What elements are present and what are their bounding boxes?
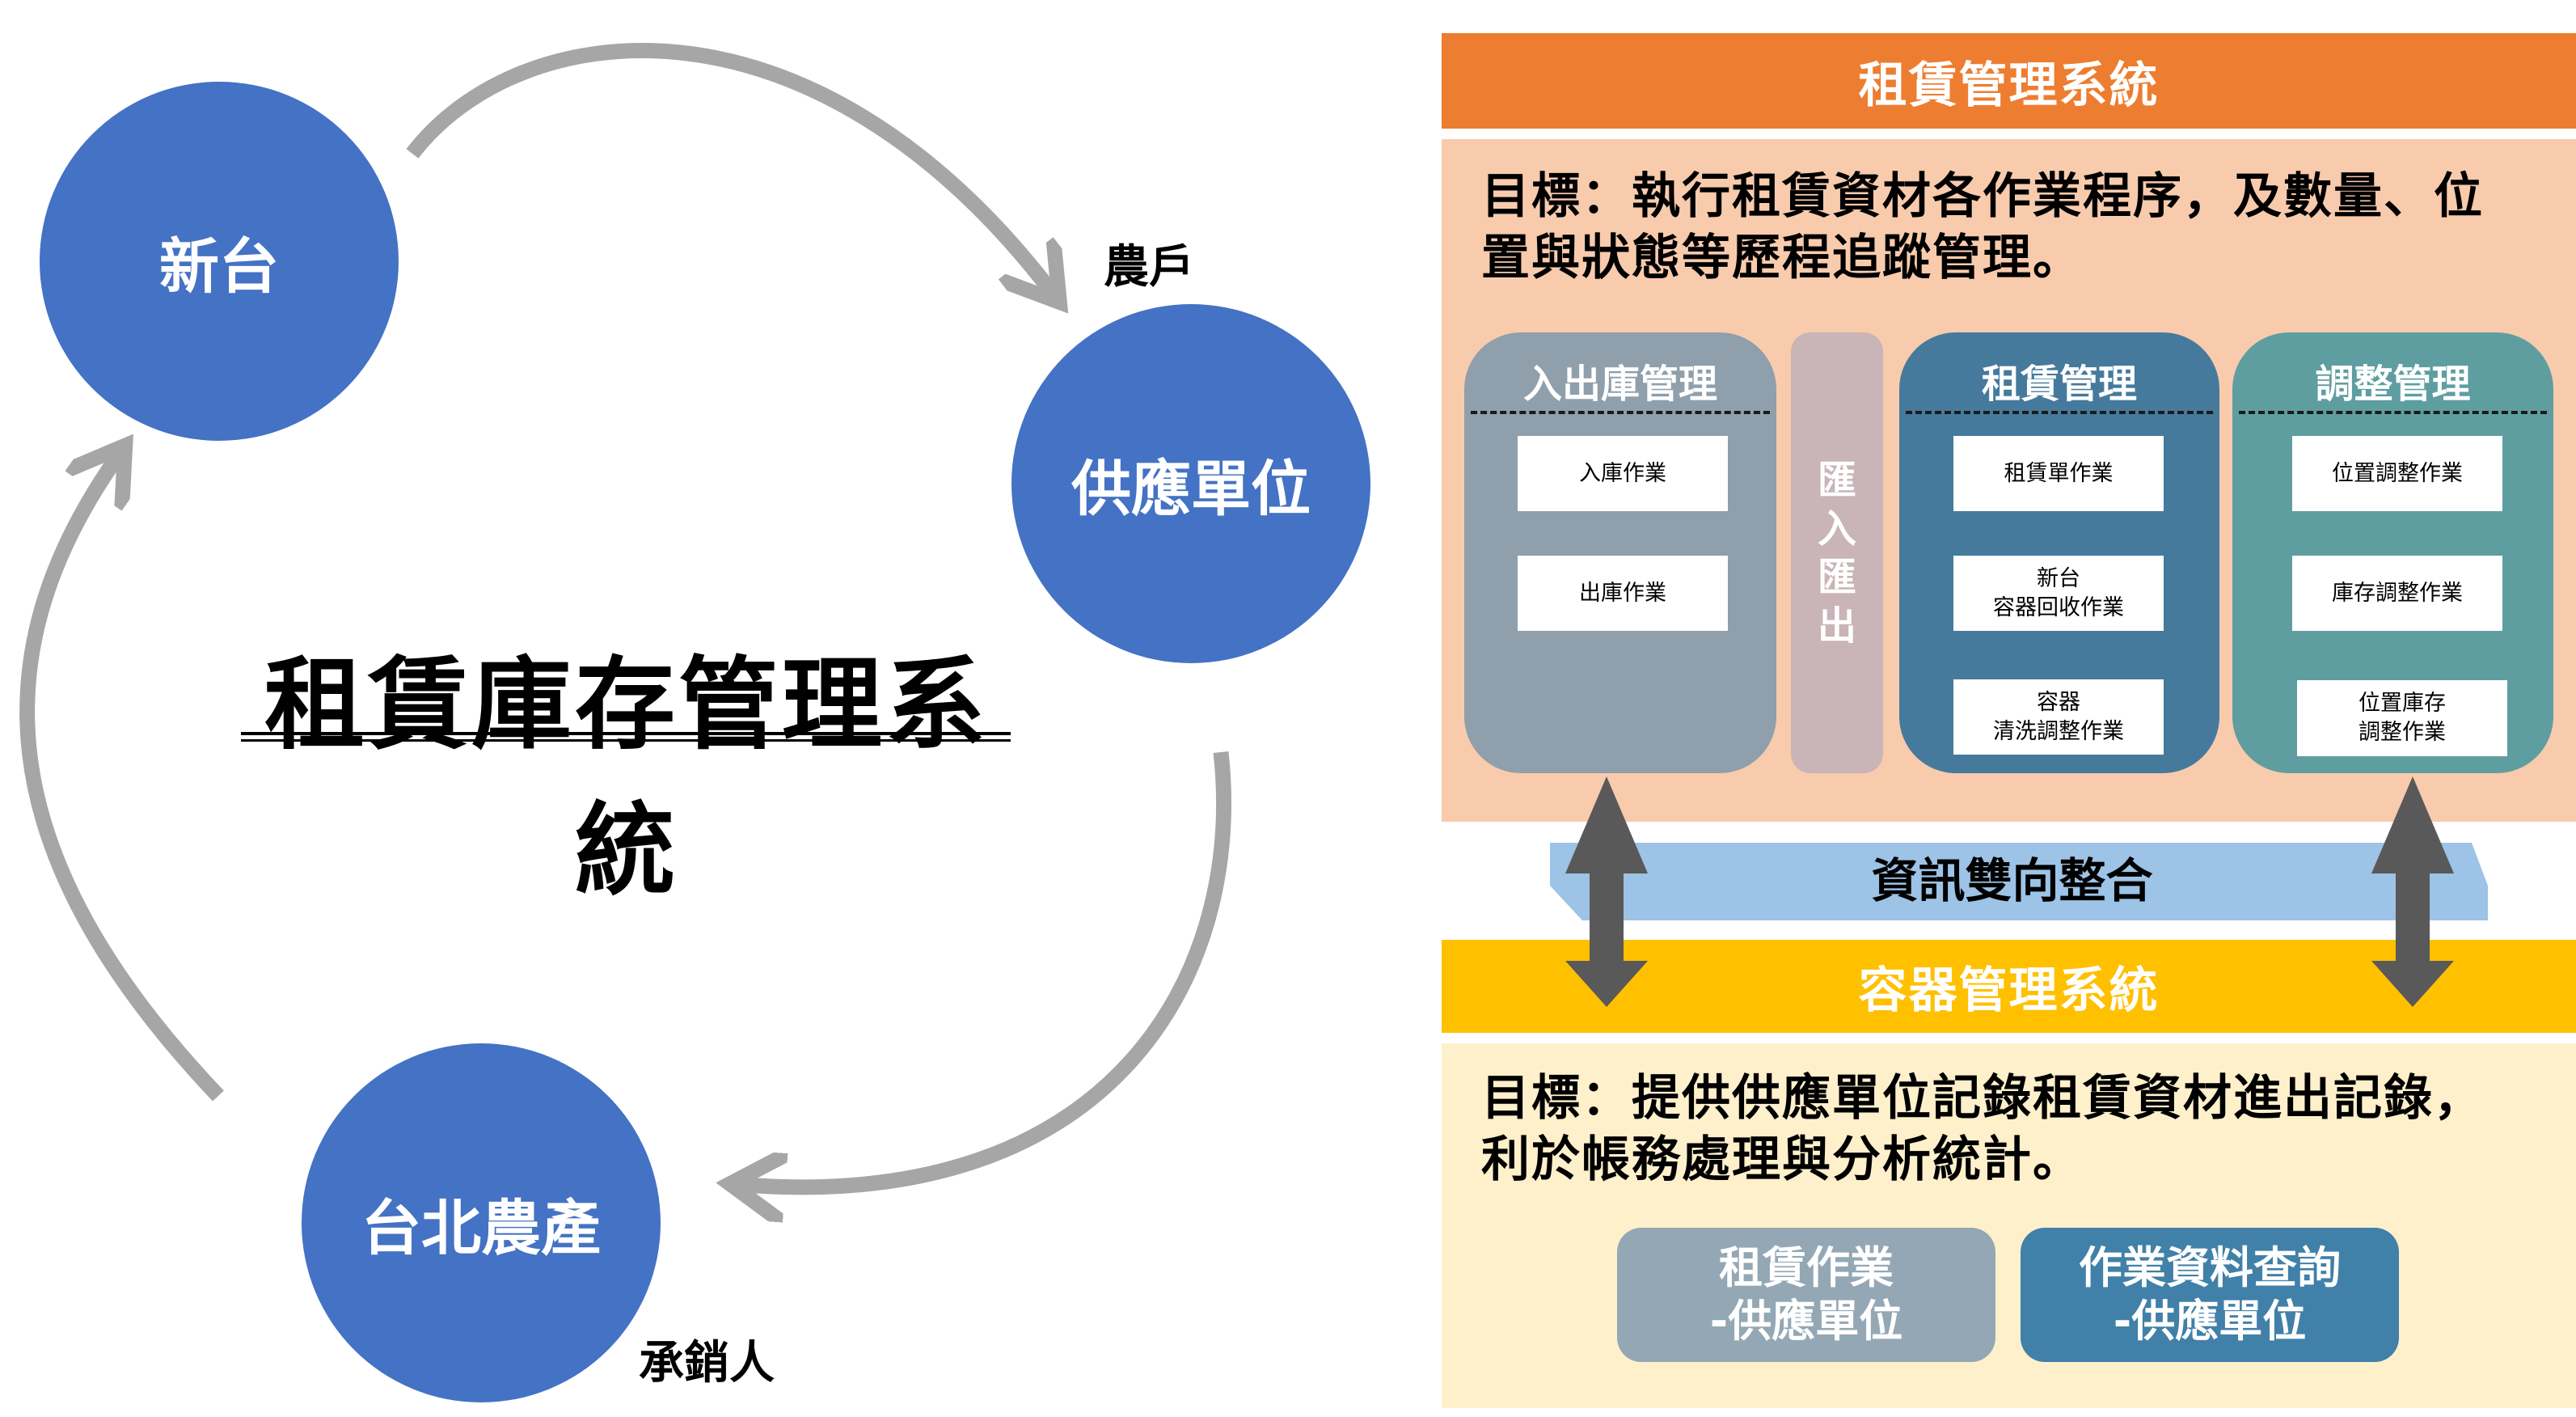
module-adjust-title: 調整管理 xyxy=(2315,362,2471,407)
module-divider xyxy=(1471,411,1770,414)
io-char-3: 匯 xyxy=(1817,554,1856,600)
rental-system-header: 租賃管理系統 xyxy=(1442,33,2576,129)
supplier-role-label: 農戶 xyxy=(1104,241,1194,294)
container-goal-line-1: 目標：提供供應單位記錄租賃資材進出記錄， xyxy=(1481,1070,2484,1127)
operation-query-button[interactable]: 作業資料查詢 -供應單位 xyxy=(2021,1228,2399,1362)
task-location-adjust[interactable]: 位置調整作業 xyxy=(2292,436,2502,511)
task-outbound[interactable]: 出庫作業 xyxy=(1518,556,1728,631)
rental-operation-button[interactable]: 租賃作業 -供應單位 xyxy=(1617,1228,1995,1362)
module-inout-title: 入出庫管理 xyxy=(1522,362,1717,407)
io-char-2: 入 xyxy=(1817,505,1856,552)
node-taipei-label: 台北農產 xyxy=(361,1193,601,1263)
rental-system-title: 租賃管理系統 xyxy=(1858,57,2160,114)
io-char-1: 匯 xyxy=(1817,457,1856,503)
node-supplier-label: 供應單位 xyxy=(1071,454,1311,524)
node-xintai-label: 新台 xyxy=(159,231,279,302)
double-arrow-left-icon xyxy=(1565,776,1648,1007)
arrow-xintai-to-supplier xyxy=(406,43,1051,291)
node-xintai: 新台 xyxy=(40,82,399,441)
module-rental: 租賃管理 租賃單作業 新台 容器回收作業 容器 清洗調整作業 xyxy=(1899,332,2219,773)
container-system-header: 容器管理系統 xyxy=(1442,940,2576,1033)
rental-goal-line-2: 置與狀態等歷程追蹤管理。 xyxy=(1481,230,2083,286)
module-adjust: 調整管理 位置調整作業 庫存調整作業 位置庫存 調整作業 xyxy=(2232,332,2553,773)
task-location-stock-adjust[interactable]: 位置庫存 調整作業 xyxy=(2297,680,2507,756)
task-rental-order[interactable]: 租賃單作業 xyxy=(1953,436,2164,511)
module-divider xyxy=(2239,411,2547,414)
module-inout: 入出庫管理 入庫作業 出庫作業 xyxy=(1464,332,1776,773)
task-container-recovery[interactable]: 新台 容器回收作業 xyxy=(1953,556,2164,631)
cycle-arrows xyxy=(19,43,1231,1417)
double-arrow-right-icon xyxy=(2371,776,2454,1007)
taipei-role-label: 承銷人 xyxy=(639,1337,775,1390)
node-supplier: 供應單位 xyxy=(1011,304,1370,663)
rental-goal: 目標：執行租賃資材各作業程序，及數量、位 置與狀態等歷程追蹤管理。 xyxy=(1481,166,2484,289)
node-taipei: 台北農產 xyxy=(302,1043,661,1402)
container-goal: 目標：提供供應單位記錄租賃資材進出記錄， 利於帳務處理與分析統計。 xyxy=(1481,1068,2484,1191)
container-system-title: 容器管理系統 xyxy=(1858,962,2160,1019)
module-divider xyxy=(1906,411,2213,414)
arrow-supplier-to-taipei xyxy=(744,751,1231,1187)
task-inbound[interactable]: 入庫作業 xyxy=(1518,436,1728,511)
integration-label: 資訊雙向整合 xyxy=(1871,853,2153,908)
arrow-taipei-to-xintai xyxy=(19,457,224,1102)
task-stock-adjust[interactable]: 庫存調整作業 xyxy=(2292,556,2502,631)
task-container-cleaning[interactable]: 容器 清洗調整作業 xyxy=(1953,679,2164,755)
import-export-bar: 匯 入 匯 出 xyxy=(1791,332,1883,773)
module-rental-title: 租賃管理 xyxy=(1981,362,2137,407)
rental-goal-line-1: 目標：執行租賃資材各作業程序，及數量、位 xyxy=(1481,168,2484,225)
io-char-4: 出 xyxy=(1817,603,1856,649)
integration-band xyxy=(1550,843,2488,920)
container-goal-line-2: 利於帳務處理與分析統計。 xyxy=(1481,1131,2083,1188)
diagram-title: 租賃庫存管理系統 xyxy=(264,647,989,909)
title-underline-2 xyxy=(241,739,1011,742)
title-underline xyxy=(241,732,1011,735)
